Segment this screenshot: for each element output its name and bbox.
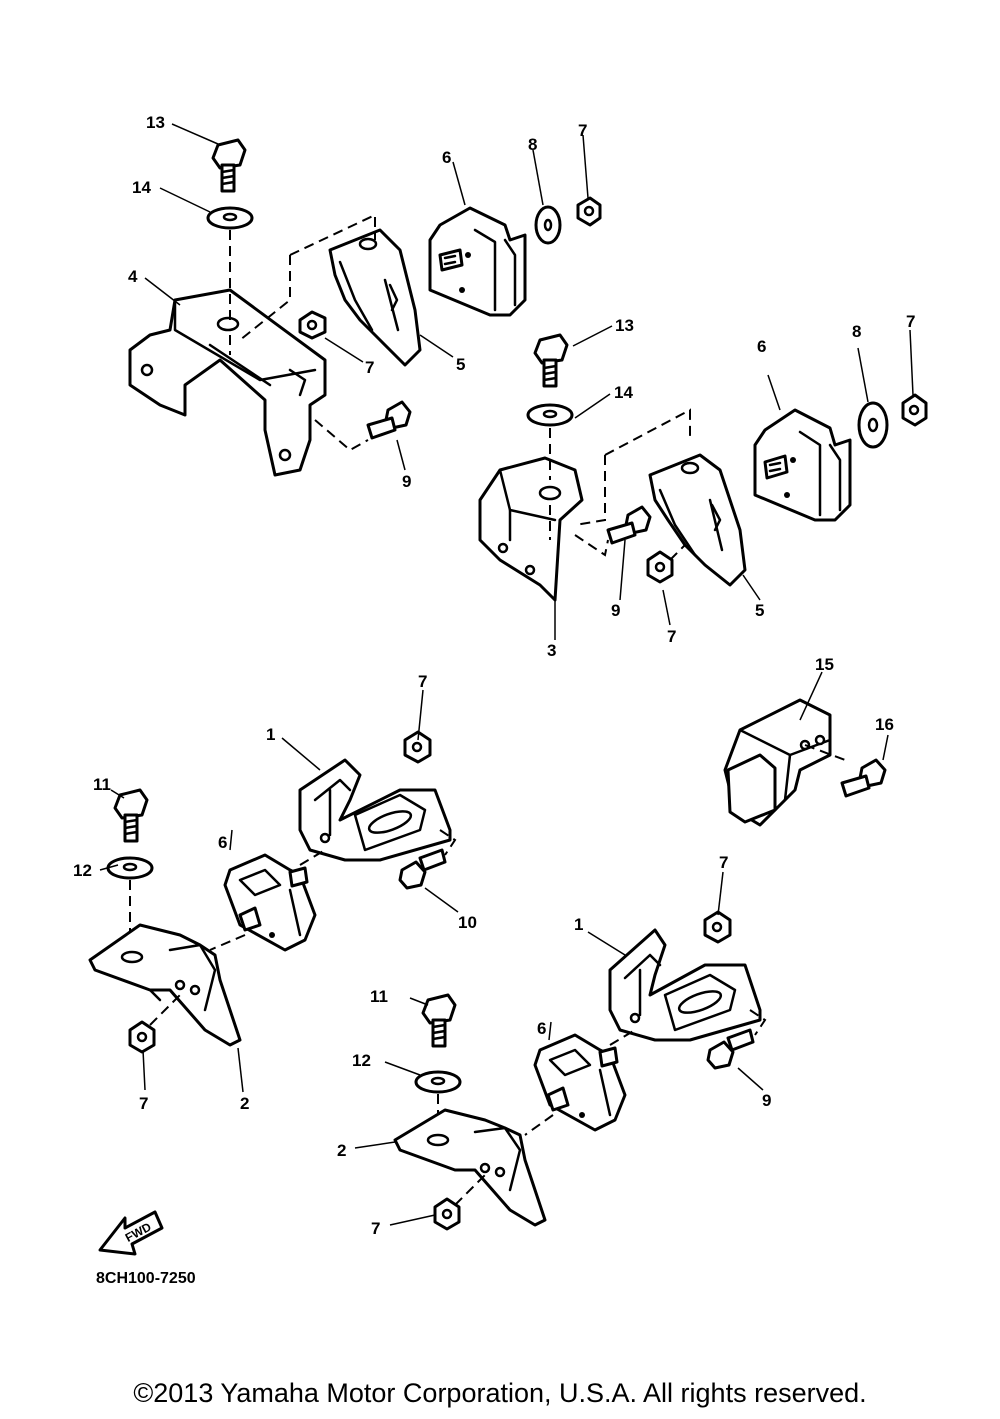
- nut-7-top-left: [298, 310, 327, 340]
- callout-6: 6: [537, 1019, 546, 1038]
- mount-6-top-left: [428, 206, 527, 317]
- mount-6-mid: [753, 408, 852, 522]
- callout-7: 7: [365, 358, 374, 377]
- bolt-9-bottom: [706, 1028, 755, 1070]
- bolt-10: [398, 848, 447, 890]
- bracket-5-top: [328, 228, 422, 367]
- nut-7-left-bottom: [128, 1020, 156, 1054]
- callout-14: 14: [132, 178, 151, 197]
- callout-16: 16: [875, 715, 894, 734]
- bolt-13-mid: [533, 333, 569, 388]
- washer-12-left: [106, 856, 154, 880]
- copyright-notice: ©2013 Yamaha Motor Corporation, U.S.A. A…: [133, 1378, 867, 1408]
- bracket-5-mid: [648, 453, 747, 587]
- callout-numbers: 13 14 4 6 8 7 7 5 9 13 14 6 8 7 9 7 5 3 …: [73, 113, 915, 1238]
- washer-14-top: [206, 206, 254, 230]
- bracket-2-right: [393, 1108, 547, 1227]
- forward-arrow-icon: FWD: [98, 1210, 164, 1256]
- nut-7-left-top: [403, 730, 432, 764]
- callout-10: 10: [458, 913, 477, 932]
- washer-12-right: [414, 1070, 462, 1094]
- callout-7: 7: [667, 627, 676, 646]
- callout-6: 6: [757, 337, 766, 356]
- callout-7: 7: [139, 1094, 148, 1113]
- exploded-parts-diagram: FWD 8CH100-7250: [73, 113, 928, 1287]
- washer-8-top-left: [534, 205, 562, 245]
- callout-8: 8: [852, 322, 861, 341]
- bolt-16: [840, 758, 887, 798]
- callout-6: 6: [442, 148, 451, 167]
- callout-11: 11: [370, 987, 388, 1006]
- callout-13: 13: [615, 316, 634, 335]
- callout-7: 7: [906, 312, 915, 331]
- callout-2: 2: [240, 1094, 249, 1113]
- bracket-2-left: [88, 923, 242, 1047]
- callout-1: 1: [266, 725, 275, 744]
- bracket-15: [723, 698, 832, 827]
- leader-lines: [99, 123, 914, 1226]
- bolt-9-mid: [606, 505, 652, 545]
- callout-11: 11: [93, 775, 111, 794]
- callout-9: 9: [611, 601, 620, 620]
- mount-6-right: [533, 1033, 627, 1132]
- callout-4: 4: [128, 267, 138, 286]
- nut-7-right-bottom: [433, 1197, 461, 1231]
- washer-8-mid: [857, 401, 889, 449]
- nut-7-right-top: [703, 910, 732, 944]
- bracket-3: [478, 456, 584, 602]
- callout-7: 7: [371, 1219, 380, 1238]
- bracket-1-right: [608, 928, 762, 1042]
- callout-7: 7: [418, 672, 427, 691]
- callout-7: 7: [578, 121, 587, 140]
- bracket-1-left: [298, 758, 452, 862]
- callout-14: 14: [614, 383, 633, 402]
- callout-9: 9: [402, 472, 411, 491]
- callout-12: 12: [73, 861, 92, 880]
- callout-13: 13: [146, 113, 165, 132]
- callout-8: 8: [528, 135, 537, 154]
- bolt-11-right: [421, 993, 457, 1048]
- washer-14-mid: [526, 403, 574, 427]
- callout-9: 9: [762, 1091, 771, 1110]
- callout-7: 7: [719, 853, 728, 872]
- callout-15: 15: [815, 655, 834, 674]
- bolt-9-top-left: [366, 400, 412, 440]
- callout-5: 5: [755, 601, 764, 620]
- nut-7-mid-2: [646, 550, 674, 584]
- mount-6-left: [223, 853, 317, 952]
- callout-3: 3: [547, 641, 556, 660]
- diagram-code: 8CH100-7250: [96, 1270, 196, 1287]
- callout-1: 1: [574, 915, 583, 934]
- callout-5: 5: [456, 355, 465, 374]
- nut-7-top-left-2: [576, 196, 602, 227]
- bolt-11-left: [113, 788, 149, 843]
- callout-2: 2: [337, 1141, 346, 1160]
- nut-7-mid: [901, 393, 928, 427]
- bracket-4: [128, 288, 327, 477]
- bolt-13-top: [211, 138, 247, 193]
- callout-12: 12: [352, 1051, 371, 1070]
- callout-6: 6: [218, 833, 227, 852]
